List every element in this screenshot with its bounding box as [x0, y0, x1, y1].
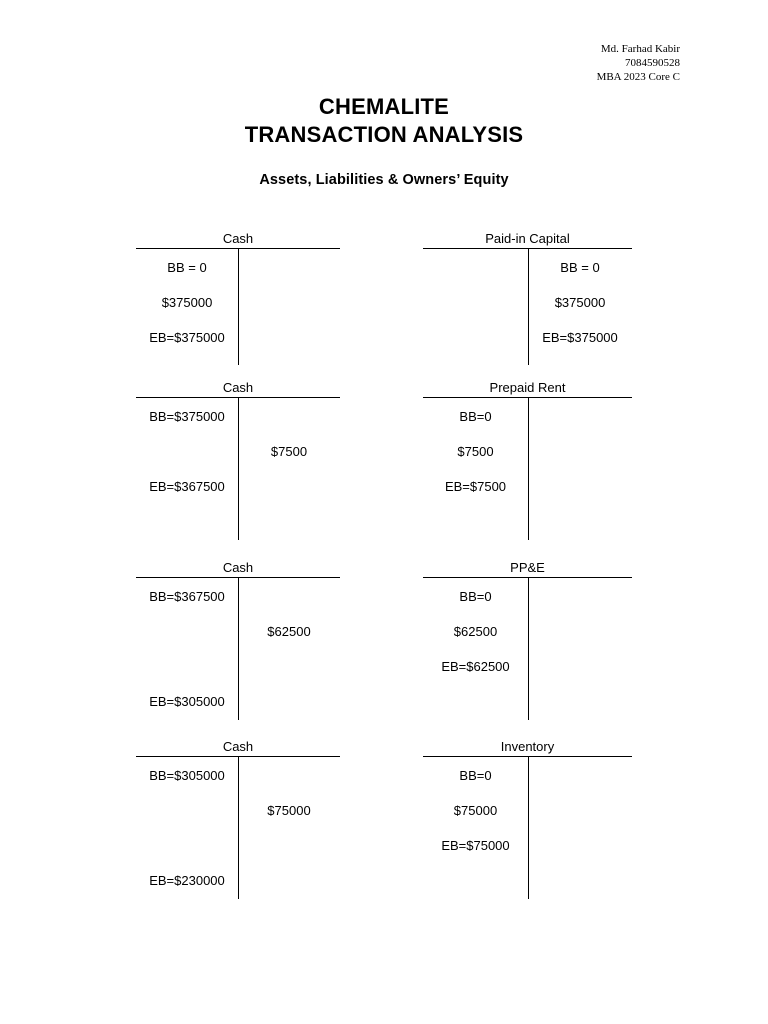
t-account-title: Prepaid Rent: [489, 380, 566, 395]
t-account-debit-entry: EB=$367500: [149, 479, 225, 494]
t-account-rule: [423, 248, 632, 249]
t-account-debit-entry: BB=0: [459, 409, 492, 424]
t-account-credit-entry: $7500: [270, 444, 308, 459]
t-account-rule: [423, 756, 632, 757]
t-account-debit-entry: BB=$367500: [149, 589, 225, 604]
t-account-debit-entry: EB=$375000: [149, 330, 225, 345]
t-account-title: PP&E: [510, 560, 545, 575]
t-account-debit-entry: EB=$305000: [149, 694, 225, 709]
t-account-credit-entry: $75000: [267, 803, 311, 818]
t-account-debit-entry: EB=$75000: [441, 838, 510, 853]
t-account-debit-entry: EB=$62500: [441, 659, 510, 674]
t-account-debit-entry: $62500: [453, 624, 498, 639]
student-name: Md. Farhad Kabir: [600, 43, 680, 55]
page-title-line-2: TRANSACTION ANALYSIS: [244, 122, 524, 147]
t-account-debit-entry: EB=$7500: [444, 479, 507, 494]
t-account-credit-entry: BB = 0: [560, 260, 600, 275]
t-account-stem: [528, 577, 529, 720]
t-account-debit-entry: BB=0: [459, 589, 492, 604]
page-title: CHEMALITE TRANSACTION ANALYSIS: [0, 93, 768, 149]
student-id: 7084590528: [625, 57, 680, 69]
t-account-stem: [528, 397, 529, 540]
t-account-stem: [238, 756, 239, 899]
t-account-debit-entry: $75000: [453, 803, 498, 818]
t-account-title: Cash: [222, 560, 254, 575]
t-account-debit-entry: BB = 0: [167, 260, 207, 275]
t-account-debit-entry: BB=0: [459, 768, 492, 783]
t-account-stem: [528, 248, 529, 365]
t-account-title: Inventory: [500, 739, 555, 754]
t-account-stem: [528, 756, 529, 899]
t-account-debit-entry: BB=$305000: [149, 768, 225, 783]
t-account-stem: [238, 248, 239, 365]
t-account-credit-entry: $375000: [554, 295, 606, 310]
t-account-title: Cash: [222, 739, 254, 754]
t-account-debit-entry: EB=$230000: [149, 873, 225, 888]
page-title-line-1: CHEMALITE: [318, 94, 450, 119]
t-account-debit-entry: $375000: [161, 295, 213, 310]
t-account-stem: [238, 397, 239, 540]
t-account-credit-entry: $62500: [267, 624, 311, 639]
t-account-title: Paid-in Capital: [485, 231, 570, 246]
student-info-block: Md. Farhad Kabir 7084590528 MBA 2023 Cor…: [597, 42, 680, 84]
t-account-credit-entry: EB=$375000: [542, 330, 618, 345]
page-subtitle: Assets, Liabilities & Owners’ Equity: [259, 172, 509, 188]
t-account-debit-entry: $7500: [457, 444, 494, 459]
t-account-rule: [423, 397, 632, 398]
student-program: MBA 2023 Core C: [596, 71, 680, 83]
t-account-debit-entry: BB=$375000: [149, 409, 225, 424]
t-account-rule: [423, 577, 632, 578]
t-account-title: Cash: [222, 380, 254, 395]
t-account-stem: [238, 577, 239, 720]
t-account-title: Cash: [222, 231, 254, 246]
